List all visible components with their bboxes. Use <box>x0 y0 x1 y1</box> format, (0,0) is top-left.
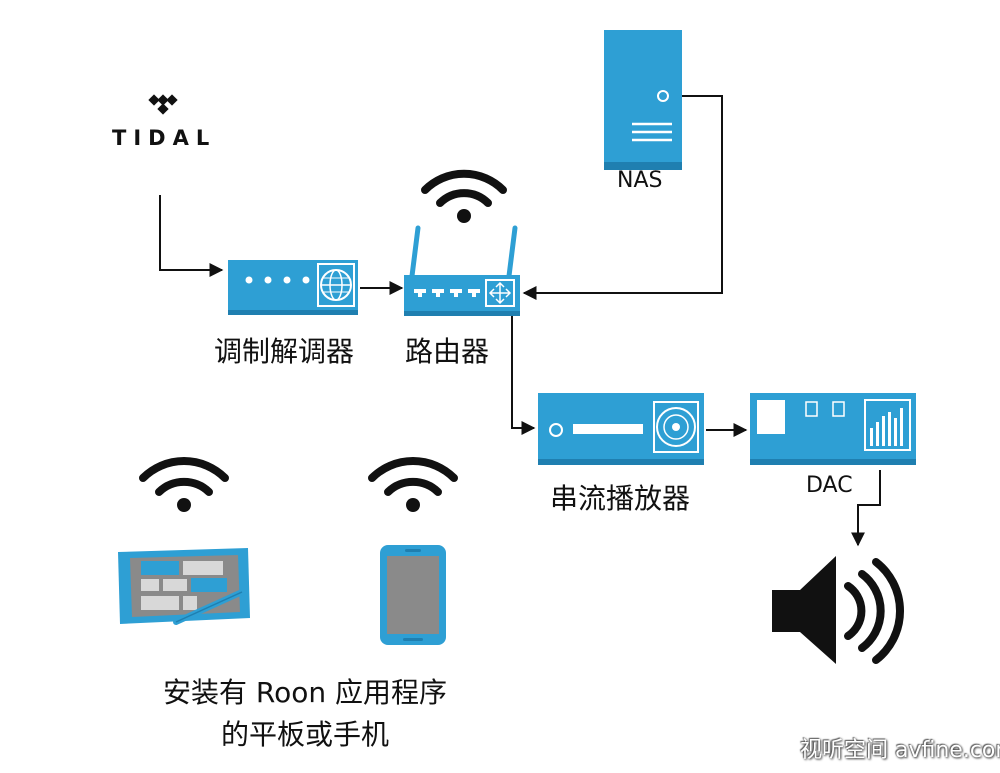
streamer-label: 串流播放器 <box>550 482 691 515</box>
speaker-icon <box>772 556 905 664</box>
router-label: 路由器 <box>405 335 490 368</box>
caption-line-2: 的平板或手机 <box>220 718 389 751</box>
modem-icon <box>228 260 358 315</box>
wifi-icon <box>421 169 507 223</box>
wifi-icon <box>368 457 458 512</box>
device-caption: 安装有 Roon 应用程序 的平板或手机 <box>120 672 490 756</box>
nas-label: NAS <box>617 168 663 193</box>
wifi-icon <box>139 457 229 512</box>
tidal-label: TIDAL <box>112 126 217 150</box>
dac-label: DAC <box>806 473 853 498</box>
dac-icon <box>750 393 916 465</box>
router-icon <box>404 225 520 316</box>
router-to-streamer-line <box>511 315 536 435</box>
phone-icon <box>380 545 446 645</box>
tidal-to-modem-line <box>159 195 224 277</box>
nas-to-router-line <box>522 95 723 300</box>
modem-label: 调制解调器 <box>214 335 355 368</box>
caption-line-1: 安装有 Roon 应用程序 <box>162 676 447 709</box>
tidal-logo-icon <box>148 94 178 115</box>
dac-to-speaker-line <box>851 470 881 547</box>
tablet-icon <box>118 548 250 625</box>
watermark: 视听空间 avfine.com <box>800 738 1000 763</box>
connections <box>159 95 881 547</box>
server-icon <box>604 30 682 170</box>
streamer-icon <box>538 393 704 465</box>
